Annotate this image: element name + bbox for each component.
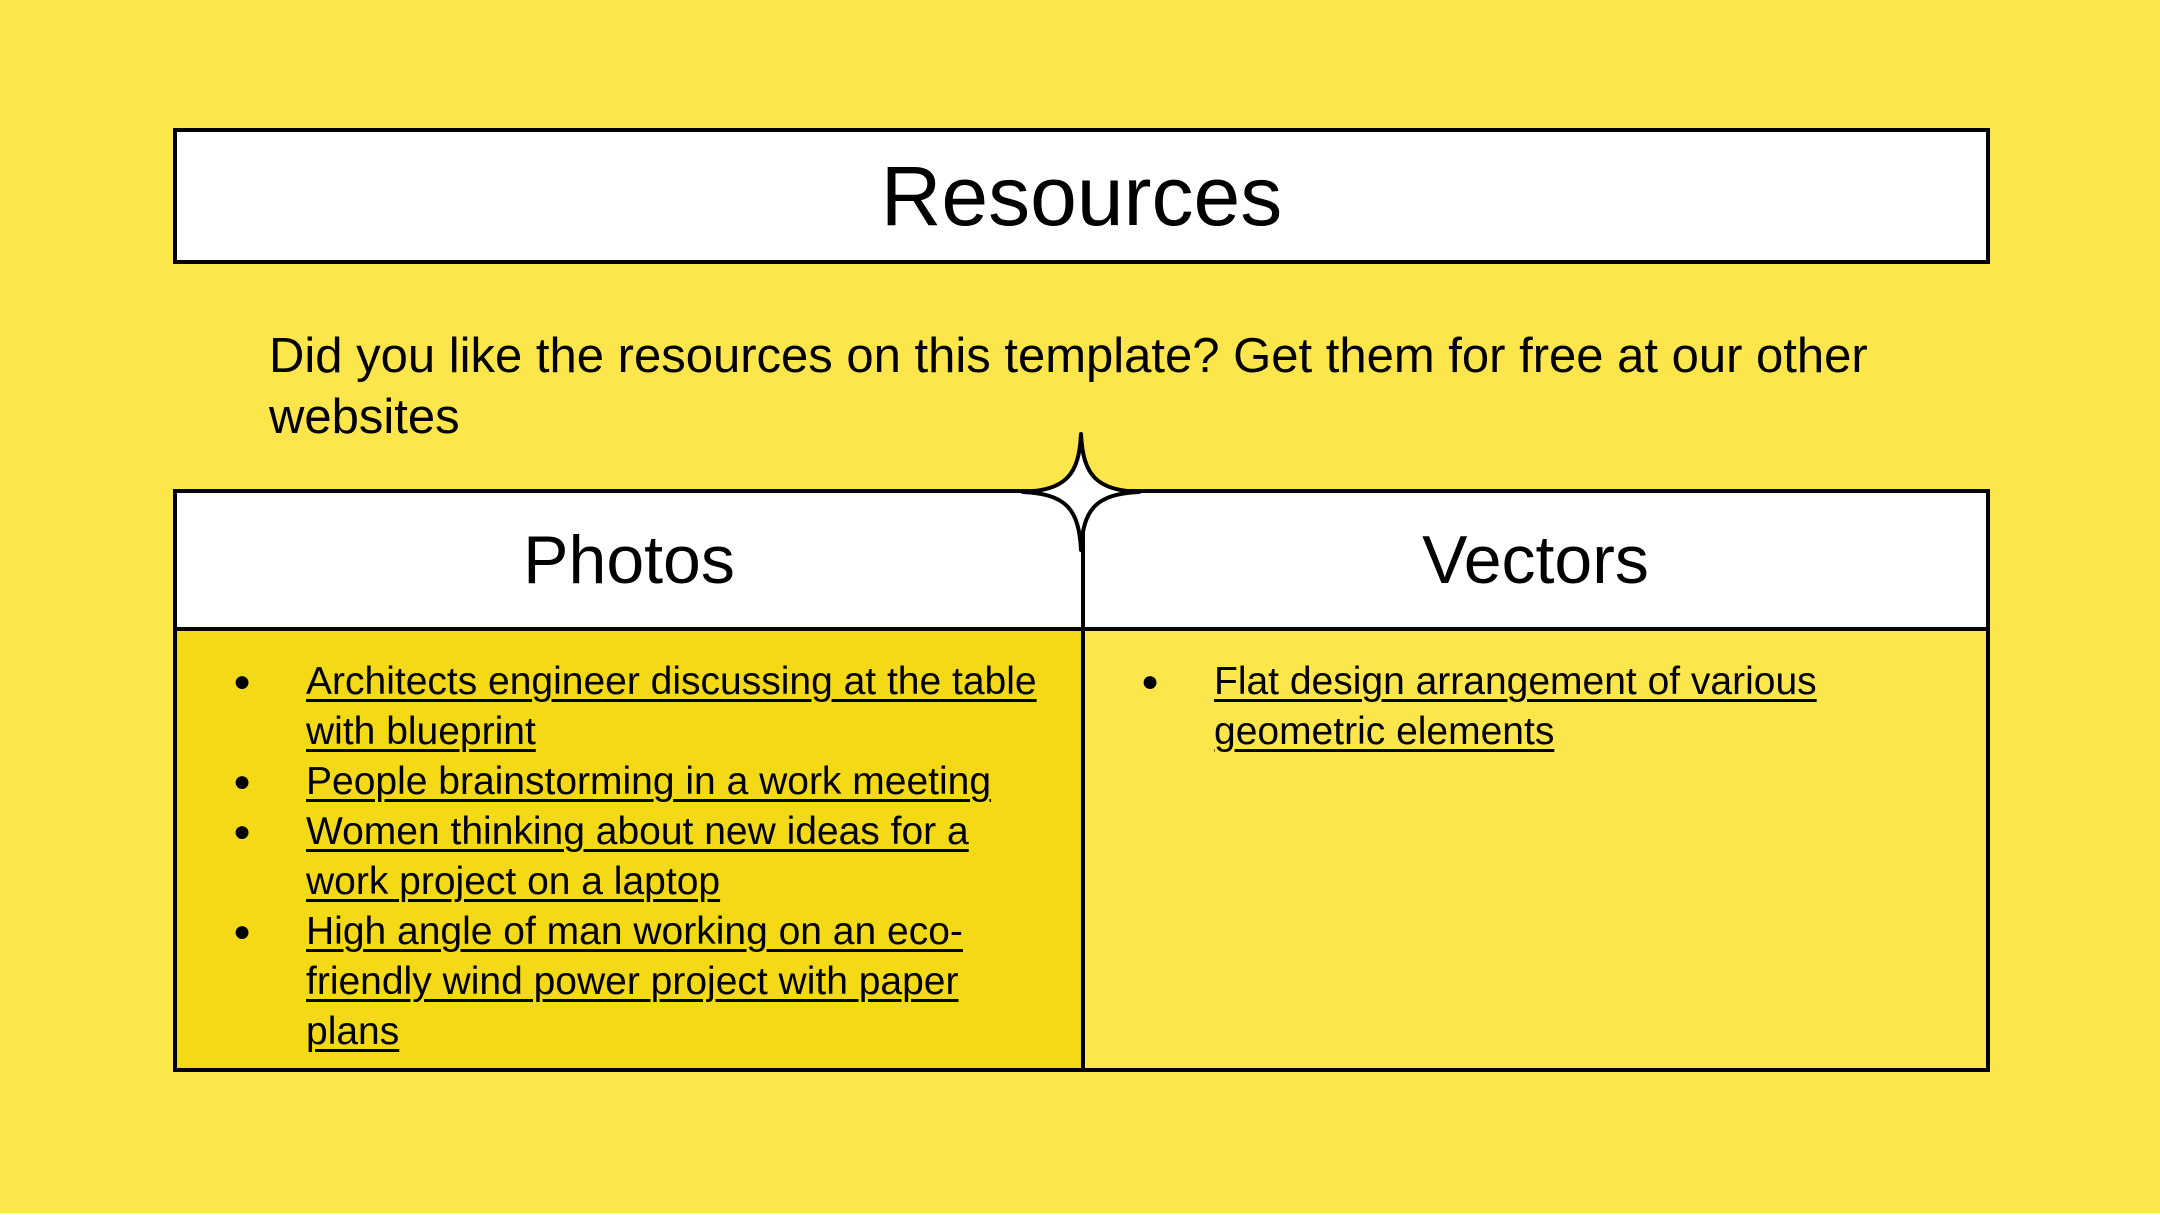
vectors-heading: Vectors	[1422, 522, 1649, 598]
resources-table: Photos ● Architects engineer discussing …	[173, 489, 1990, 1072]
bullet-icon: ●	[233, 815, 252, 848]
photos-column: Photos ● Architects engineer discussing …	[177, 493, 1085, 1068]
photos-header: Photos	[177, 493, 1081, 631]
bullet-icon: ●	[233, 765, 252, 798]
photo-link-architects[interactable]: Architects engineer discussing at the ta…	[306, 660, 1037, 753]
bullet-icon: ●	[233, 915, 252, 948]
list-item: ● Flat design arrangement of various geo…	[1085, 657, 1966, 757]
bullet-icon: ●	[1141, 665, 1160, 698]
vector-link-geometric[interactable]: Flat design arrangement of various geome…	[1214, 660, 1817, 753]
list-item: ● High angle of man working on an eco-fr…	[177, 907, 1061, 1057]
list-item: ● People brainstorming in a work meeting	[177, 757, 1061, 807]
photos-link-list: ● Architects engineer discussing at the …	[177, 631, 1081, 1057]
vectors-column: Vectors ● Flat design arrangement of var…	[1085, 493, 1986, 1068]
list-item: ● Women thinking about new ideas for a w…	[177, 807, 1061, 907]
vectors-link-list: ● Flat design arrangement of various geo…	[1085, 631, 1986, 757]
four-point-star-icon	[1021, 432, 1141, 552]
photos-list-panel: ● Architects engineer discussing at the …	[177, 631, 1081, 1068]
intro-text: Did you like the resources on this templ…	[269, 329, 1868, 444]
photo-link-wind-power[interactable]: High angle of man working on an eco-frie…	[306, 910, 963, 1053]
photo-link-women-thinking[interactable]: Women thinking about new ideas for a wor…	[306, 810, 969, 903]
slide-title: Resources	[880, 149, 1283, 243]
list-item: ● Architects engineer discussing at the …	[177, 657, 1061, 757]
bullet-icon: ●	[233, 665, 252, 698]
photos-heading: Photos	[523, 522, 735, 598]
title-box: Resources	[173, 128, 1990, 264]
vectors-header: Vectors	[1085, 493, 1986, 631]
photo-link-brainstorming[interactable]: People brainstorming in a work meeting	[306, 760, 992, 803]
vectors-list-panel: ● Flat design arrangement of various geo…	[1085, 631, 1986, 1068]
